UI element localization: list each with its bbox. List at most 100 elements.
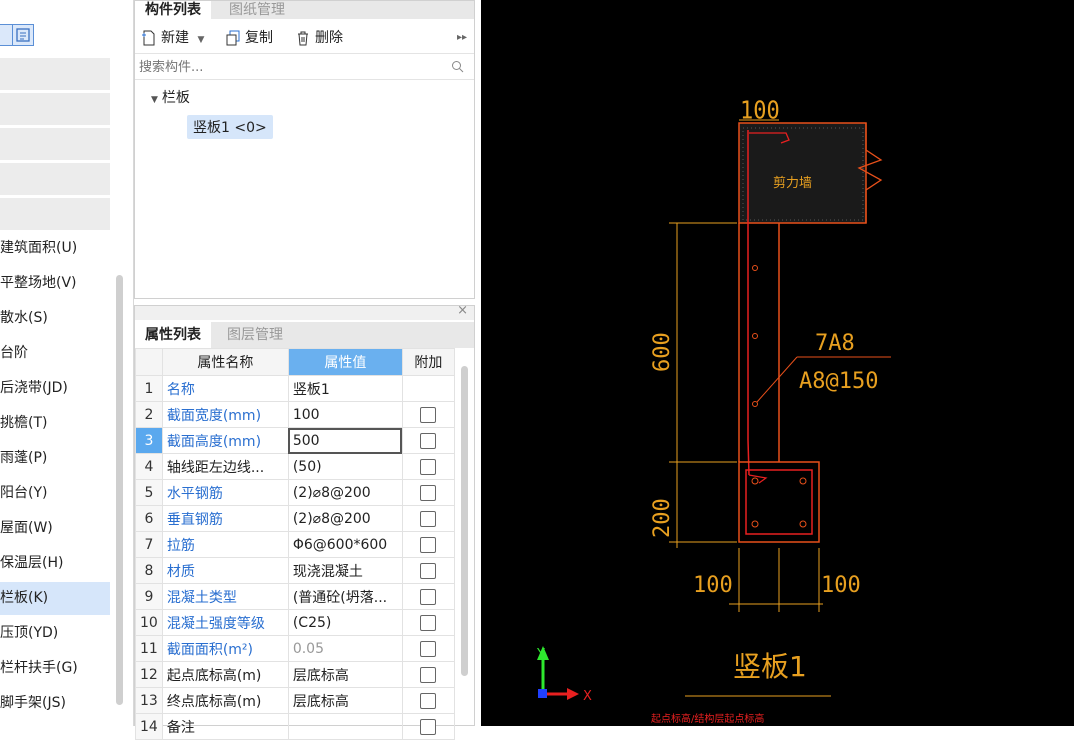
close-icon[interactable]: × xyxy=(457,303,468,318)
row-number: 9 xyxy=(135,583,163,610)
rebar-label-1: 7A8 xyxy=(815,331,855,356)
nav-item[interactable]: 阳台(Y) xyxy=(0,485,48,501)
nav-item[interactable]: 栏板(K) xyxy=(0,582,110,615)
property-name: 名称 xyxy=(161,375,289,402)
property-value[interactable]: 500 xyxy=(287,427,403,454)
nav-item[interactable]: 栏杆扶手(G) xyxy=(0,660,78,676)
property-value[interactable]: (2)⌀8@200 xyxy=(287,479,403,506)
extra-cell xyxy=(401,635,455,662)
extra-checkbox[interactable] xyxy=(420,484,437,501)
tab-component-list[interactable]: 构件列表 xyxy=(135,1,211,19)
nav-scrollbar[interactable] xyxy=(116,275,123,705)
property-value[interactable]: 现浇混凝土 xyxy=(287,557,403,584)
property-value[interactable]: 0.05 xyxy=(287,635,403,662)
extra-checkbox[interactable] xyxy=(420,692,437,709)
extra-checkbox[interactable] xyxy=(420,640,437,657)
property-scrollbar[interactable] xyxy=(461,366,468,676)
delete-button[interactable]: 删除 xyxy=(295,27,343,49)
nav-item[interactable]: 台阶 xyxy=(0,345,28,361)
tab-property-list[interactable]: 属性列表 xyxy=(135,322,211,348)
extra-checkbox[interactable] xyxy=(420,406,437,423)
header-property-value[interactable]: 属性值 xyxy=(287,348,403,376)
nav-item[interactable]: 压顶(YD) xyxy=(0,625,59,641)
nav-item[interactable]: 散水(S) xyxy=(0,310,48,326)
property-value[interactable]: 层底标高 xyxy=(287,687,403,714)
tree-collapse-icon[interactable]: ▼ xyxy=(151,95,158,105)
search-icon[interactable] xyxy=(451,60,464,73)
nav-category-block[interactable] xyxy=(0,128,110,160)
drawing-footnote: 起点标高/结构层起点标高 xyxy=(651,712,764,725)
dim-text-upper: 600 xyxy=(650,332,675,372)
tab-layer-management[interactable]: 图层管理 xyxy=(227,327,283,343)
axis-y-label: Y xyxy=(536,647,545,662)
shear-wall-outline xyxy=(738,122,867,224)
stirrup-hook xyxy=(748,474,768,484)
nav-item[interactable]: 脚手架(JS) xyxy=(0,695,66,711)
nav-item[interactable]: 保温层(H) xyxy=(0,555,64,571)
axis-y-arrow xyxy=(537,646,549,660)
extra-checkbox[interactable] xyxy=(420,588,437,605)
tab-drawing-management[interactable]: 图纸管理 xyxy=(229,2,285,18)
copy-button-label: 复制 xyxy=(245,30,273,46)
nav-item[interactable]: 雨蓬(P) xyxy=(0,450,48,466)
dropdown-arrow-icon[interactable]: ▼ xyxy=(197,35,205,45)
extra-checkbox[interactable] xyxy=(420,432,437,449)
extra-checkbox[interactable] xyxy=(420,510,437,527)
dim-text-bottom-left: 100 xyxy=(693,573,733,598)
row-number: 1 xyxy=(135,375,163,402)
nav-category-block[interactable] xyxy=(0,58,110,90)
header-extra[interactable]: 附加 xyxy=(401,348,455,376)
nav-item[interactable]: 建筑面积(U) xyxy=(0,240,78,256)
cad-drawing-canvas[interactable]: 100 600 200 100 100 剪力墙 7A8 A8@150 竖板1 起… xyxy=(481,0,1074,726)
property-value[interactable]: 竖板1 xyxy=(287,375,403,402)
property-value[interactable]: Φ6@600*600 xyxy=(287,531,403,558)
extra-checkbox[interactable] xyxy=(420,536,437,553)
property-value[interactable] xyxy=(287,713,403,740)
more-tools-icon[interactable]: ▸▸ xyxy=(457,32,468,43)
property-tabbar: 属性列表 图层管理 xyxy=(135,322,474,348)
extra-checkbox[interactable] xyxy=(420,666,437,683)
tree-node-vertical-board[interactable]: 竖板1 <0> xyxy=(187,115,273,139)
property-name: 轴线距左边线... xyxy=(161,453,289,480)
nav-category-block[interactable] xyxy=(0,198,110,230)
tree-node-railing[interactable]: ▼栏板 xyxy=(151,87,190,107)
nav-item[interactable]: 屋面(W) xyxy=(0,520,53,536)
new-button[interactable]: 新建 ▼ xyxy=(141,27,204,49)
extra-cell xyxy=(401,401,455,428)
property-value[interactable]: (C25) xyxy=(287,609,403,636)
property-name: 起点底标高(m) xyxy=(161,661,289,688)
extra-checkbox[interactable] xyxy=(420,718,437,735)
property-value[interactable]: 100 xyxy=(287,401,403,428)
nav-item[interactable]: 平整场地(V) xyxy=(0,275,77,291)
property-value[interactable]: 层底标高 xyxy=(287,661,403,688)
header-num xyxy=(135,348,163,376)
copy-button[interactable]: 复制 xyxy=(225,27,273,49)
nav-item[interactable]: 挑檐(T) xyxy=(0,415,48,431)
list-view-icon[interactable] xyxy=(12,24,34,46)
extra-checkbox[interactable] xyxy=(420,458,437,475)
property-value[interactable]: (2)⌀8@200 xyxy=(287,505,403,532)
property-value[interactable]: (50) xyxy=(287,453,403,480)
search-input[interactable] xyxy=(137,57,441,77)
nav-item[interactable]: 后浇带(JD) xyxy=(0,380,68,396)
extra-checkbox[interactable] xyxy=(420,562,437,579)
extra-checkbox[interactable] xyxy=(420,614,437,631)
nav-category-block[interactable] xyxy=(0,93,110,125)
nav-category-block[interactable] xyxy=(0,163,110,195)
property-value[interactable]: (普通砼(坍落... xyxy=(287,583,403,610)
header-property-name[interactable]: 属性名称 xyxy=(161,348,289,376)
